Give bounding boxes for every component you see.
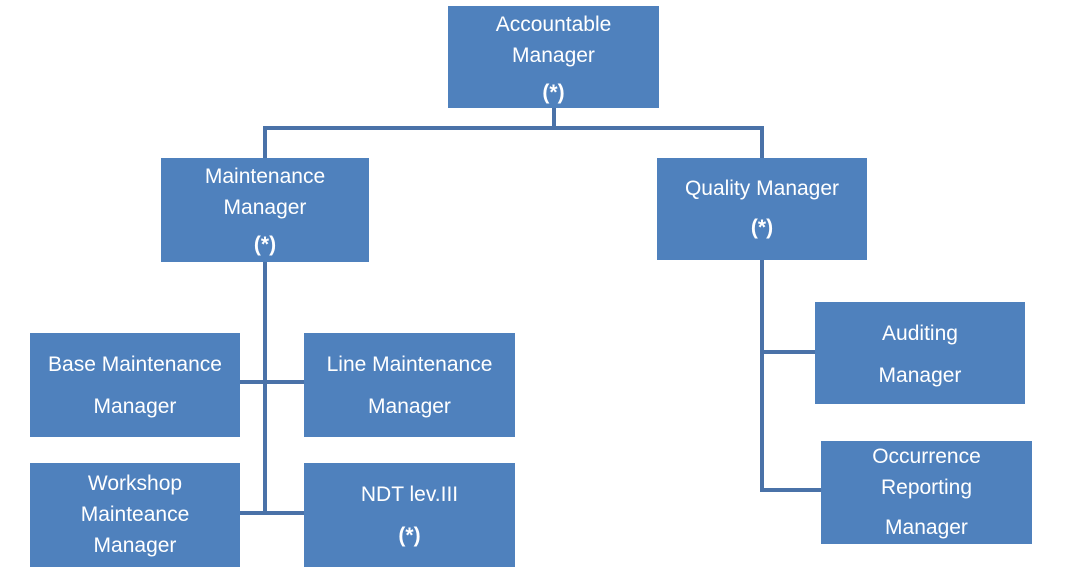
node-maintenance-line1: Maintenance — [204, 165, 326, 188]
node-base-maintenance-manager: Base Maintenance Manager — [30, 333, 240, 437]
node-accountable-line2: Manager — [512, 44, 595, 67]
node-occurrence-reporting-manager: Occurrence Reporting Manager — [821, 441, 1032, 544]
node-occurrence-line3: Manager — [885, 516, 968, 539]
node-workshop-line3: Manager — [93, 534, 177, 557]
node-accountable-manager: Accountable Manager (*) — [448, 6, 659, 108]
node-quality-line2: (*) — [750, 216, 774, 239]
node-workshop-manager: Workshop Mainteance Manager — [30, 463, 240, 567]
node-workshop-line1: Workshop — [87, 472, 183, 495]
node-maintenance-line2: Manager — [223, 196, 307, 219]
node-maintenance-manager: Maintenance Manager (*) — [161, 158, 369, 262]
node-occurrence-line1: Occurrence — [872, 445, 981, 468]
node-auditing-line1: Auditing — [882, 322, 958, 345]
node-occurrence-line2: Reporting — [880, 476, 973, 499]
node-line-maintenance-manager: Line Maintenance Manager — [304, 333, 515, 437]
node-base-line1: Base Maintenance — [48, 353, 222, 376]
node-base-line2: Manager — [93, 395, 177, 418]
node-accountable-line1: Accountable — [495, 13, 612, 36]
node-quality-line1: Quality Manager — [684, 177, 840, 200]
node-ndt-level-3: NDT lev.III (*) — [304, 463, 515, 567]
node-auditing-line2: Manager — [878, 364, 962, 387]
node-maintenance-line3: (*) — [253, 233, 277, 256]
node-line-line2: Manager — [368, 395, 451, 418]
node-quality-manager: Quality Manager (*) — [657, 158, 867, 260]
node-ndt-line2: (*) — [398, 524, 421, 547]
node-auditing-manager: Auditing Manager — [815, 302, 1025, 404]
node-ndt-line1: NDT lev.III — [360, 483, 459, 506]
node-line-line1: Line Maintenance — [326, 353, 493, 376]
node-accountable-line3: (*) — [542, 81, 565, 104]
node-workshop-line2: Mainteance — [80, 503, 190, 526]
